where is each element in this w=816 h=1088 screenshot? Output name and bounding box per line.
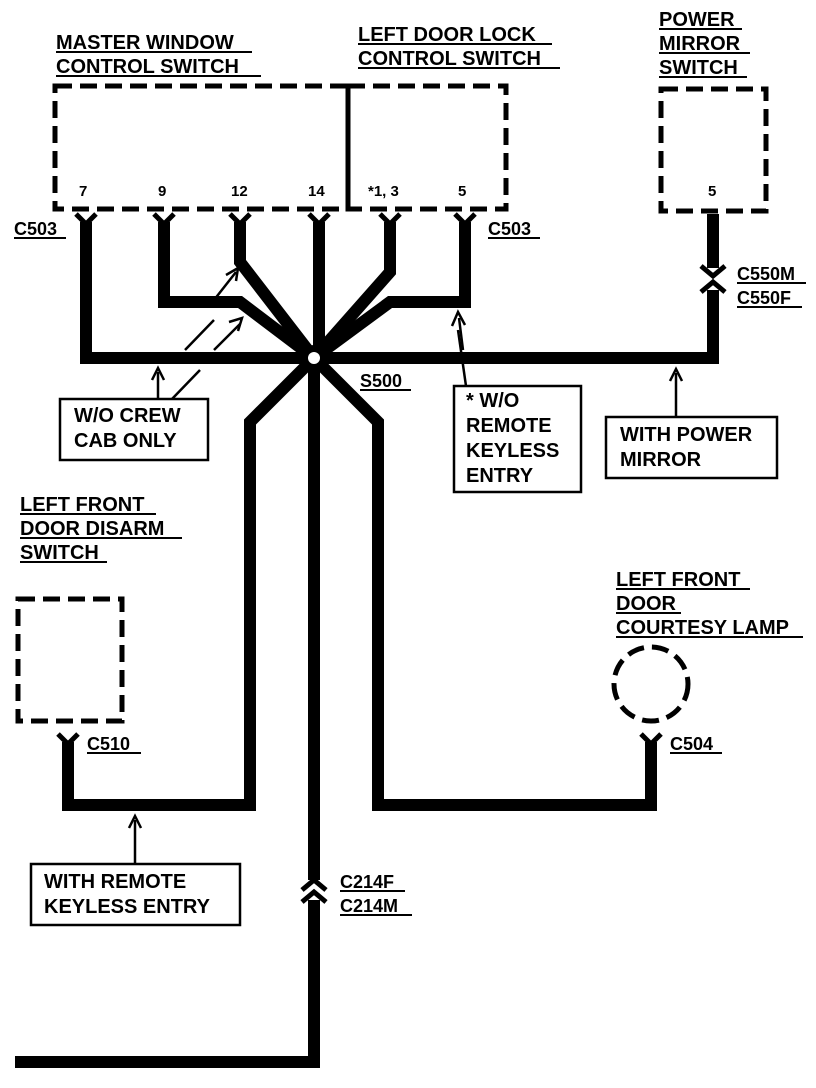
svg-text:ENTRY: ENTRY	[466, 465, 534, 487]
svg-text:W/O CREW: W/O CREW	[74, 405, 181, 427]
pin-lock-1-3: *1, 3	[368, 183, 399, 200]
svg-text:CAB ONLY: CAB ONLY	[74, 430, 177, 452]
svg-text:KEYLESS ENTRY: KEYLESS ENTRY	[44, 896, 211, 918]
svg-text:MIRROR: MIRROR	[659, 33, 741, 55]
svg-text:MASTER WINDOW: MASTER WINDOW	[56, 32, 234, 54]
svg-text:COURTESY LAMP: COURTESY LAMP	[616, 617, 789, 639]
pin-14: 14	[308, 183, 325, 200]
note-keyless: * W/O REMOTE KEYLESS ENTRY	[452, 384, 583, 494]
svg-text:WITH REMOTE: WITH REMOTE	[44, 871, 186, 893]
door-lock-switch-box	[345, 83, 509, 212]
power-mirror-switch-label: POWER MIRROR SWITCH	[659, 9, 750, 79]
pin-9: 9	[158, 183, 166, 200]
note-remote-keyless: WITH REMOTE KEYLESS ENTRY	[29, 862, 242, 927]
svg-text:DOOR DISARM: DOOR DISARM	[20, 518, 164, 540]
door-disarm-switch-label: LEFT FRONT DOOR DISARM SWITCH	[20, 494, 182, 564]
svg-text:LEFT FRONT: LEFT FRONT	[20, 494, 144, 516]
courtesy-lamp-label: LEFT FRONT DOOR COURTESY LAMP	[616, 569, 803, 639]
svg-text:DOOR: DOOR	[616, 593, 677, 615]
svg-text:LEFT FRONT: LEFT FRONT	[616, 569, 740, 591]
svg-text:SWITCH: SWITCH	[20, 542, 99, 564]
connector-terminals	[56, 212, 727, 904]
note-arrows	[127, 265, 684, 864]
master-window-switch-box	[52, 83, 351, 212]
pin-lock-5: 5	[458, 183, 466, 200]
connector-c503-left: C503	[14, 219, 57, 239]
connector-c504: C504	[670, 734, 713, 754]
connector-c503-right: C503	[488, 219, 531, 239]
power-mirror-switch-box	[658, 86, 769, 214]
svg-text:WITH POWER: WITH POWER	[620, 424, 753, 446]
pin-12: 12	[231, 183, 248, 200]
pin-7: 7	[79, 183, 87, 200]
wires	[15, 214, 719, 1068]
courtesy-lamp-icon	[611, 644, 691, 724]
svg-text:SWITCH: SWITCH	[659, 57, 738, 79]
svg-text:* W/O: * W/O	[466, 390, 519, 412]
note-power-mirror: WITH POWER MIRROR	[604, 415, 779, 480]
svg-text:CONTROL SWITCH: CONTROL SWITCH	[56, 56, 239, 78]
svg-text:CONTROL SWITCH: CONTROL SWITCH	[358, 48, 541, 70]
svg-text:KEYLESS: KEYLESS	[466, 440, 559, 462]
svg-text:REMOTE: REMOTE	[466, 415, 552, 437]
door-disarm-switch-box	[15, 596, 125, 724]
splice-s500: S500	[360, 371, 402, 391]
connector-c214m: C214M	[340, 896, 398, 916]
note-crew-cab: W/O CREW CAB ONLY	[58, 397, 210, 462]
svg-text:POWER: POWER	[659, 9, 735, 31]
connector-c510: C510	[87, 734, 130, 754]
master-window-switch-label: MASTER WINDOW CONTROL SWITCH	[56, 32, 261, 78]
pin-mirror-5: 5	[708, 183, 716, 200]
connector-c550f: C550F	[737, 288, 791, 308]
svg-text:LEFT DOOR LOCK: LEFT DOOR LOCK	[358, 24, 536, 46]
svg-text:MIRROR: MIRROR	[620, 449, 702, 471]
connector-c550m: C550M	[737, 264, 795, 284]
connector-c214f: C214F	[340, 872, 394, 892]
left-door-lock-switch-label: LEFT DOOR LOCK CONTROL SWITCH	[358, 24, 560, 70]
